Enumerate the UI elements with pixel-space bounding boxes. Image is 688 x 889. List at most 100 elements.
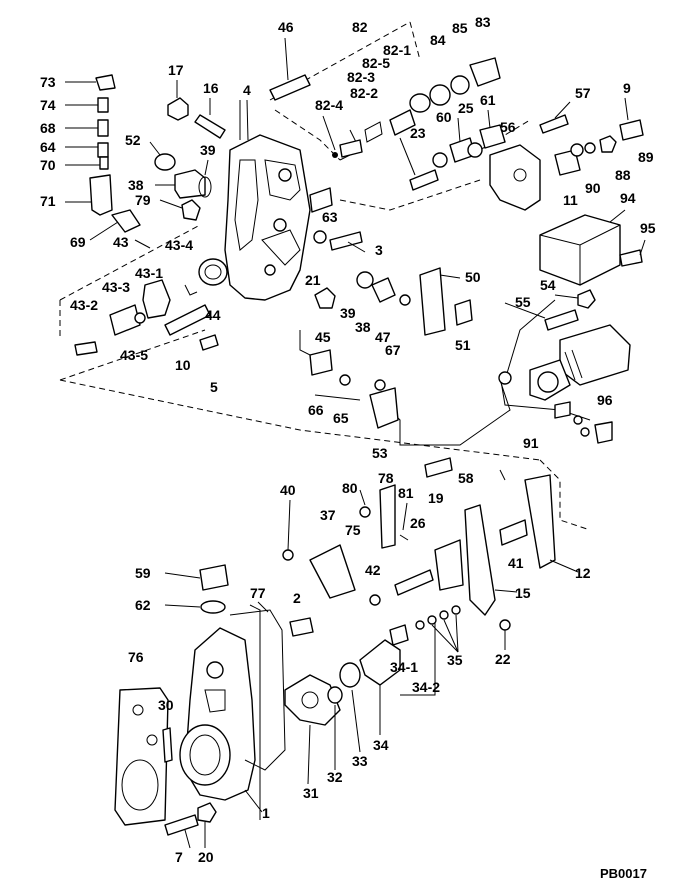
label-23: 23	[410, 125, 426, 141]
label-88: 88	[615, 167, 631, 183]
label-26: 26	[410, 515, 426, 531]
label-84: 84	[430, 32, 446, 48]
label-61: 61	[480, 92, 496, 108]
label-75: 75	[345, 522, 361, 538]
label-21: 21	[305, 272, 321, 288]
label-69: 69	[70, 234, 86, 250]
label-82: 82	[352, 19, 368, 35]
label-65: 65	[333, 410, 349, 426]
label-82-5: 82-5	[362, 55, 390, 71]
label-43-1: 43-1	[135, 265, 163, 281]
label-64: 64	[40, 139, 56, 155]
label-82-2: 82-2	[350, 85, 378, 101]
label-3: 3	[375, 242, 383, 258]
label-53: 53	[372, 445, 388, 461]
label-57: 57	[575, 85, 591, 101]
label-54: 54	[540, 277, 556, 293]
label-7: 7	[175, 849, 183, 865]
label-59: 59	[135, 565, 151, 581]
label-46: 46	[278, 19, 294, 35]
label-78: 78	[378, 470, 394, 486]
label-94: 94	[620, 190, 636, 206]
cam-and-gear-parts	[284, 605, 461, 726]
label-50: 50	[465, 269, 481, 285]
label-82-1: 82-1	[383, 42, 411, 58]
part-number-labels: 73 74 68 64 70 71 69 43 43-4 43-1 43-2 4…	[40, 14, 656, 881]
upper-cover-parts	[162, 564, 314, 836]
center-mid-parts	[309, 187, 473, 478]
solenoid-part-96	[498, 324, 631, 444]
label-15: 15	[515, 585, 531, 601]
label-43-3: 43-3	[102, 279, 130, 295]
label-16: 16	[203, 80, 219, 96]
label-58: 58	[458, 470, 474, 486]
label-71: 71	[40, 193, 56, 209]
label-80: 80	[342, 480, 358, 496]
label-44: 44	[205, 307, 221, 323]
label-95: 95	[640, 220, 656, 236]
label-25: 25	[458, 100, 474, 116]
label-89: 89	[638, 149, 654, 165]
label-4: 4	[243, 82, 251, 98]
label-76: 76	[128, 649, 144, 665]
label-74: 74	[40, 97, 56, 113]
label-34-2: 34-2	[412, 679, 440, 695]
label-10: 10	[175, 357, 191, 373]
label-66: 66	[308, 402, 324, 418]
label-35: 35	[447, 652, 463, 668]
label-12: 12	[575, 565, 591, 581]
label-39: 39	[200, 142, 216, 158]
label-41: 41	[508, 555, 524, 571]
label-60: 60	[436, 109, 452, 125]
label-77: 77	[250, 585, 266, 601]
label-9: 9	[623, 80, 631, 96]
label-5: 5	[210, 379, 218, 395]
label-45: 45	[315, 329, 331, 345]
label-43-2: 43-2	[70, 297, 98, 313]
label-82-3: 82-3	[347, 69, 375, 85]
top-center-parts	[269, 57, 644, 211]
label-43-5: 43-5	[120, 347, 148, 363]
label-17: 17	[168, 62, 184, 78]
gasket-part-76	[114, 687, 169, 826]
governor-linkage-parts	[282, 474, 556, 631]
label-30: 30	[158, 697, 174, 713]
drawing-code: PB0017	[600, 866, 647, 881]
label-51: 51	[455, 337, 471, 353]
label-1: 1	[262, 805, 270, 821]
label-81: 81	[398, 485, 414, 501]
label-22: 22	[495, 651, 511, 667]
label-38: 38	[128, 177, 144, 193]
label-55: 55	[515, 294, 531, 310]
label-2: 2	[293, 590, 301, 606]
label-33: 33	[352, 753, 368, 769]
label-91: 91	[523, 435, 539, 451]
solenoid-cover-part-94	[539, 214, 643, 331]
label-63: 63	[322, 209, 338, 225]
label-52: 52	[125, 132, 141, 148]
label-83: 83	[475, 14, 491, 30]
label-43: 43	[113, 234, 129, 250]
label-82-4: 82-4	[315, 97, 343, 113]
label-90: 90	[585, 180, 601, 196]
label-34: 34	[373, 737, 389, 753]
label-85: 85	[452, 20, 468, 36]
label-leader-arrows	[65, 37, 646, 849]
gasket-part-77	[229, 609, 286, 771]
label-20: 20	[198, 849, 214, 865]
label-37: 37	[320, 507, 336, 523]
label-96: 96	[597, 392, 613, 408]
label-70: 70	[40, 157, 56, 173]
label-43-4: 43-4	[165, 237, 193, 253]
label-11: 11	[563, 192, 578, 208]
label-39-b: 39	[340, 305, 356, 321]
label-38-b: 38	[355, 319, 371, 335]
assembly-leader-lines	[59, 21, 591, 531]
label-40: 40	[280, 482, 296, 498]
upper-left-small-parts	[74, 74, 228, 356]
label-62: 62	[135, 597, 151, 613]
label-47: 47	[375, 329, 391, 345]
pump-housing-part-1	[179, 627, 256, 801]
label-56: 56	[500, 119, 516, 135]
